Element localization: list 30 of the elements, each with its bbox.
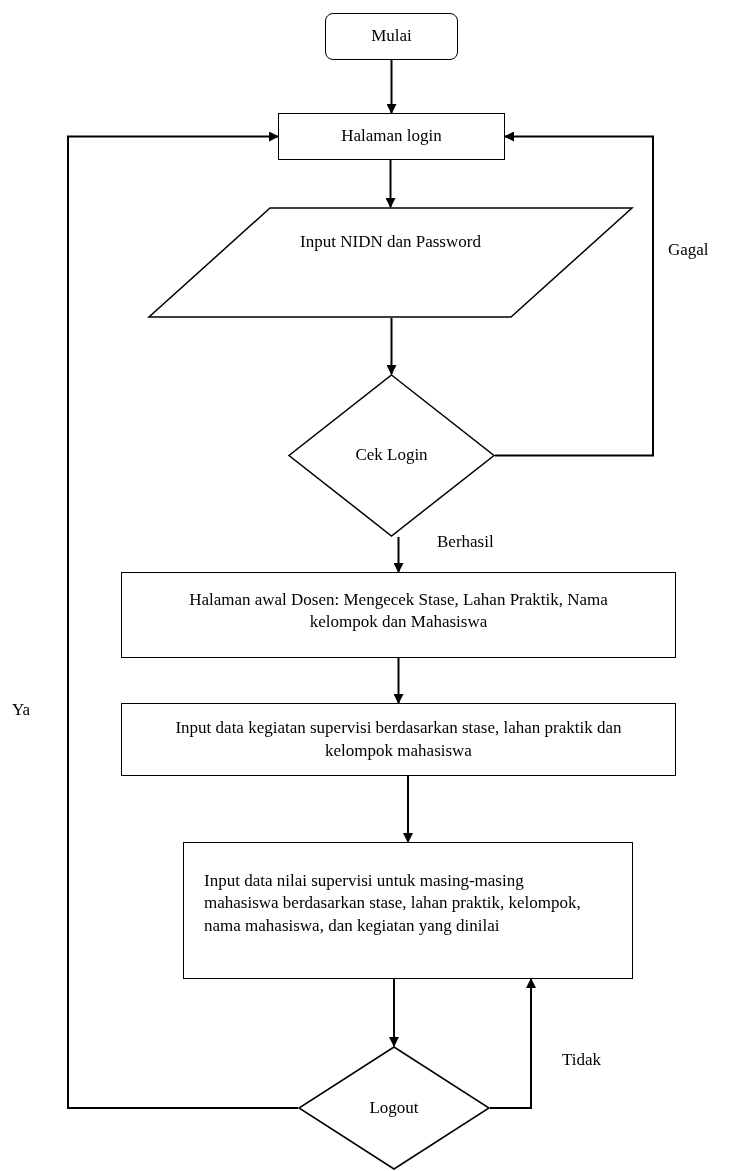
arrow [393,536,404,573]
arrow [389,978,399,1047]
edge-label: Tidak [562,1050,602,1070]
node-text: Cek Login [355,444,428,467]
process-box [278,113,505,160]
input-parallelogram [148,207,633,318]
node-text: Input data kegiatan supervisi berdasarkan stase, lahan praktik dan kelompok mahasiswa [174,717,623,762]
process-box [121,703,676,776]
arrow [489,978,536,1109]
process-box [121,572,676,658]
edge-label: Berhasil [437,532,494,552]
edge-label: Gagal [668,240,709,260]
node-text: Input data nilai supervisi untuk masing-masing mahasiswa berdasarkan stase, lahan praktik, kelompok, nama mahasiswa, dan kegiatan yang dinilai [204,870,582,937]
arrow [393,657,404,704]
arrow [386,59,397,114]
edge-label: Ya [12,700,31,720]
arrow [67,131,299,1109]
node-text: Input NIDN dan Password [300,231,481,254]
start-terminal [325,13,458,60]
arrow [385,159,396,208]
node-text: Mulai [371,25,412,48]
decision-diamond [288,374,495,537]
node-text: Logout [369,1096,419,1119]
arrow [386,317,397,375]
arrow [403,775,413,843]
process-box [183,842,633,979]
node-text: Halaman login [341,125,442,148]
decision-diamond [298,1046,490,1170]
arrow [494,131,654,457]
node-text: Halaman awal Dosen: Mengecek Stase, Lahan Praktik, Nama kelompok dan Mahasiswa [188,588,609,633]
